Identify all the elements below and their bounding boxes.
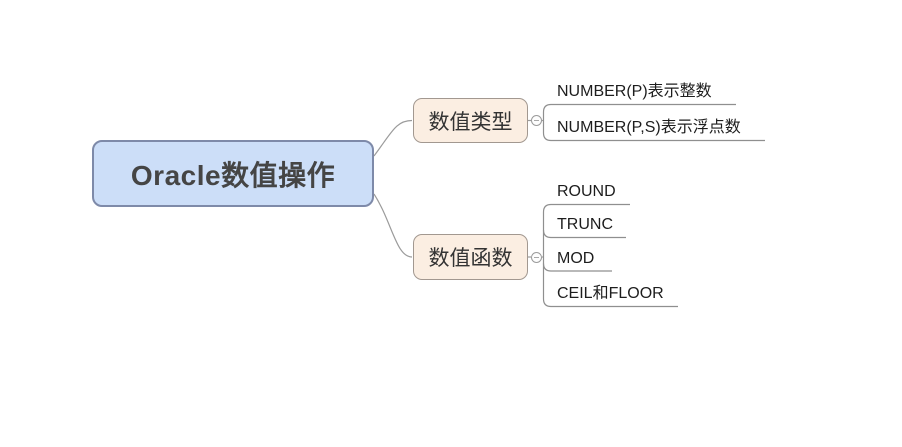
child-topic-trunc[interactable]: TRUNC [557,216,613,233]
connector-root-to-branch-1 [373,119,413,157]
child-topic-ceil-floor[interactable]: CEIL和FLOOR [557,285,664,302]
child-topic-number-p-s[interactable]: NUMBER(P,S)表示浮点数 [557,119,741,136]
child-topic-number-p[interactable]: NUMBER(P)表示整数 [557,83,712,100]
collapse-minus-icon[interactable] [531,252,542,263]
minus-glyph [534,257,539,258]
child-topic-mod[interactable]: MOD [557,250,595,267]
root-topic[interactable]: Oracle数值操作 [92,140,374,207]
connector-root-to-branch-2 [373,193,413,258]
child-topic-round[interactable]: ROUND [557,183,616,200]
minus-glyph [534,120,539,121]
branch-topic-number-types[interactable]: 数值类型 [413,98,528,143]
branch-topic-number-functions[interactable]: 数值函数 [413,234,528,280]
collapse-minus-icon[interactable] [531,115,542,126]
